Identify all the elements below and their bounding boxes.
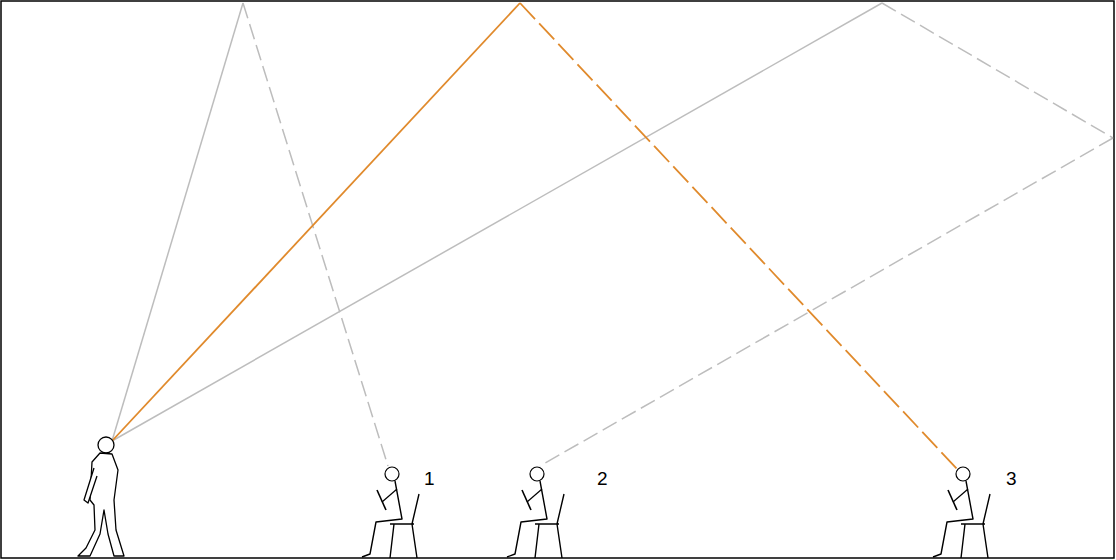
callout-number: 3 <box>1006 469 1017 488</box>
listener-figure <box>933 467 990 558</box>
reflection-rays <box>112 3 1113 466</box>
callout-number: 1 <box>424 469 435 488</box>
highlight-ray <box>112 3 958 470</box>
listener-figure <box>362 467 419 558</box>
callout-number: 2 <box>597 469 608 488</box>
listener-figure <box>507 467 564 558</box>
speaker-figure <box>78 437 124 556</box>
